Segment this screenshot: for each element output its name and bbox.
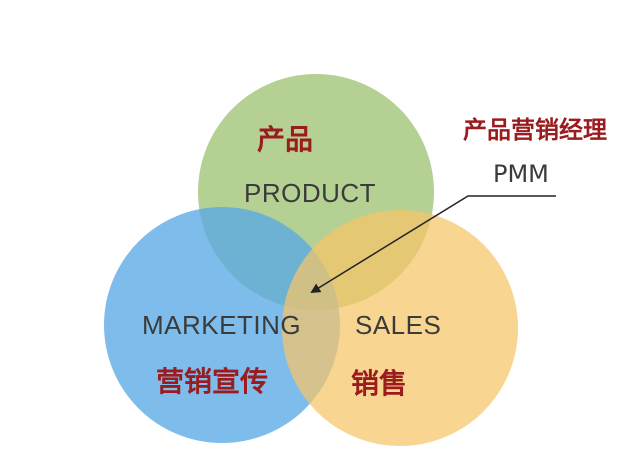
pmm-label-en: PMM — [493, 160, 549, 188]
product-label-zh: 产品 — [257, 123, 314, 156]
sales-label-zh: 销售 — [351, 367, 408, 400]
product-label-en: PRODUCT — [244, 178, 377, 208]
pmm-label-zh: 产品营销经理 — [463, 116, 607, 144]
sales-circle — [282, 210, 518, 446]
marketing-label-en: MARKETING — [142, 310, 302, 340]
marketing-label-zh: 营销宣传 — [156, 365, 269, 398]
pmm-leader-line — [310, 195, 556, 294]
sales-label-en: SALES — [355, 310, 442, 340]
marketing-circle — [104, 207, 340, 443]
